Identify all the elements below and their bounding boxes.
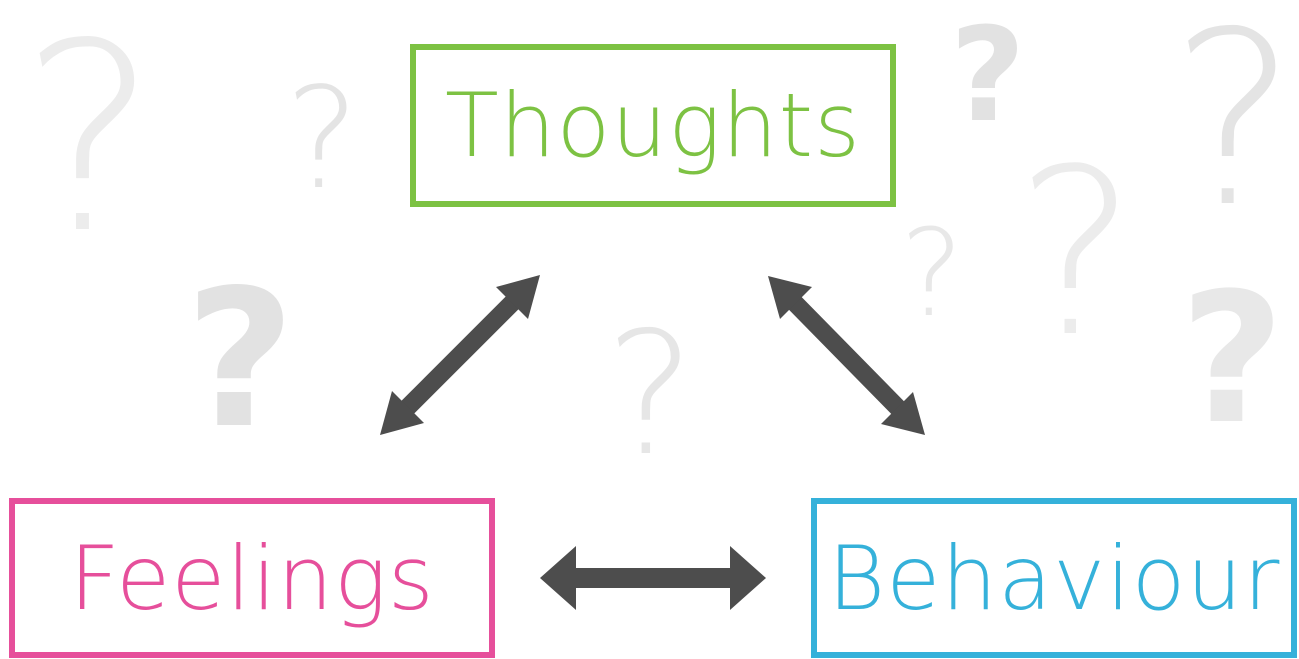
behaviour-box: Behaviour bbox=[811, 498, 1297, 658]
feelings-label: Feelings bbox=[69, 526, 435, 630]
question-mark-icon: ? bbox=[285, 58, 360, 221]
behaviour-label: Behaviour bbox=[827, 526, 1281, 630]
feelings-box: Feelings bbox=[9, 498, 495, 658]
arrow-thoughts-behaviour bbox=[768, 276, 925, 435]
question-mark-icon: ? bbox=[950, 0, 1026, 151]
question-mark-icon: ? bbox=[185, 249, 296, 470]
thoughts-label: Thoughts bbox=[444, 74, 862, 177]
question-mark-icon: ? bbox=[1180, 255, 1285, 464]
arrow-thoughts-feelings bbox=[380, 275, 540, 435]
arrow-feelings-behaviour bbox=[540, 546, 766, 610]
thoughts-box: Thoughts bbox=[410, 44, 896, 207]
question-mark-icon: ? bbox=[605, 296, 696, 494]
question-mark-icon: ? bbox=[20, 0, 158, 291]
question-mark-icon: ? bbox=[900, 205, 964, 344]
question-mark-icon: ? bbox=[1015, 121, 1138, 388]
question-mark-icon: ? bbox=[1170, 0, 1298, 260]
